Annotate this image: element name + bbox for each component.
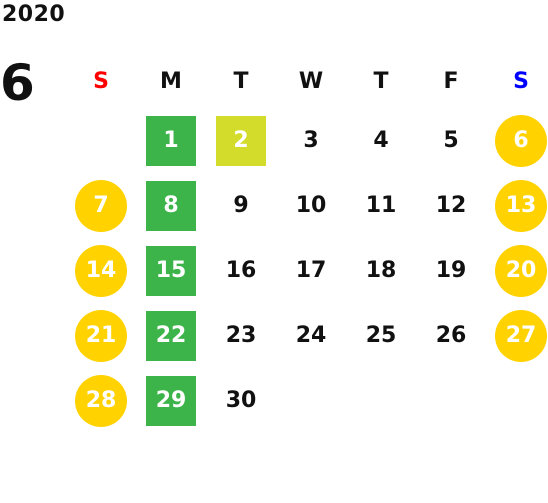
day-cell: 21 [66, 303, 136, 368]
day-1[interactable]: 1 [146, 115, 196, 166]
day-4[interactable]: 4 [373, 128, 389, 153]
day-cell: 18 [346, 238, 416, 303]
day-6[interactable]: 6 [495, 114, 547, 167]
day-12[interactable]: 12 [435, 193, 467, 218]
weekday-header: S [93, 68, 109, 94]
day-cell: 13 [486, 173, 548, 238]
day-cell: 24 [276, 303, 346, 368]
day-cell: 5 [416, 108, 486, 173]
day-8[interactable]: 8 [146, 180, 196, 231]
day-cell: 14 [66, 238, 136, 303]
weekday-header: T [233, 68, 249, 94]
day-cell: 6 [486, 108, 548, 173]
day-3[interactable]: 3 [303, 128, 319, 153]
day-29[interactable]: 29 [146, 375, 196, 426]
day-10[interactable]: 10 [295, 193, 327, 218]
day-17[interactable]: 17 [295, 258, 327, 283]
day-30[interactable]: 30 [225, 388, 257, 413]
day-cell: 25 [346, 303, 416, 368]
day-11[interactable]: 11 [365, 193, 397, 218]
weekday-header: M [160, 68, 182, 94]
year-label: 2020 [2, 2, 66, 27]
day-cell: 17 [276, 238, 346, 303]
weekday-header: W [298, 68, 324, 94]
day-cell: 29 [136, 368, 206, 433]
day-18[interactable]: 18 [365, 258, 397, 283]
day-cell: 27 [486, 303, 548, 368]
day-cell: 7 [66, 173, 136, 238]
day-cell [66, 108, 136, 173]
day-cell: 12 [416, 173, 486, 238]
day-cell: 11 [346, 173, 416, 238]
day-2[interactable]: 2 [216, 115, 266, 166]
weekday-header: T [373, 68, 389, 94]
day-cell [416, 368, 486, 433]
day-cell: 22 [136, 303, 206, 368]
weekday-header: F [443, 68, 459, 94]
month-label: 6 [0, 54, 35, 112]
day-cell: 1 [136, 108, 206, 173]
day-25[interactable]: 25 [365, 323, 397, 348]
day-15[interactable]: 15 [146, 245, 196, 296]
day-5[interactable]: 5 [443, 128, 459, 153]
day-23[interactable]: 23 [225, 323, 257, 348]
day-cell [486, 368, 548, 433]
day-26[interactable]: 26 [435, 323, 467, 348]
day-cell: 10 [276, 173, 346, 238]
day-cell: 9 [206, 173, 276, 238]
day-22[interactable]: 22 [146, 310, 196, 361]
day-cell: 19 [416, 238, 486, 303]
day-7[interactable]: 7 [75, 179, 127, 232]
day-cell: 23 [206, 303, 276, 368]
day-cell: 8 [136, 173, 206, 238]
day-27[interactable]: 27 [495, 309, 547, 362]
day-24[interactable]: 24 [295, 323, 327, 348]
day-16[interactable]: 16 [225, 258, 257, 283]
day-cell: 15 [136, 238, 206, 303]
day-13[interactable]: 13 [495, 179, 547, 232]
day-cell [276, 368, 346, 433]
day-cell [346, 368, 416, 433]
day-cell: 30 [206, 368, 276, 433]
day-cell: 3 [276, 108, 346, 173]
day-cell: 16 [206, 238, 276, 303]
day-14[interactable]: 14 [75, 244, 127, 297]
day-cell: 28 [66, 368, 136, 433]
day-cell: 26 [416, 303, 486, 368]
day-9[interactable]: 9 [233, 193, 249, 218]
day-cell: 4 [346, 108, 416, 173]
day-20[interactable]: 20 [495, 244, 547, 297]
day-cell: 20 [486, 238, 548, 303]
day-21[interactable]: 21 [75, 309, 127, 362]
weekday-header: S [513, 68, 529, 94]
day-cell: 2 [206, 108, 276, 173]
day-19[interactable]: 19 [435, 258, 467, 283]
day-28[interactable]: 28 [75, 374, 127, 427]
